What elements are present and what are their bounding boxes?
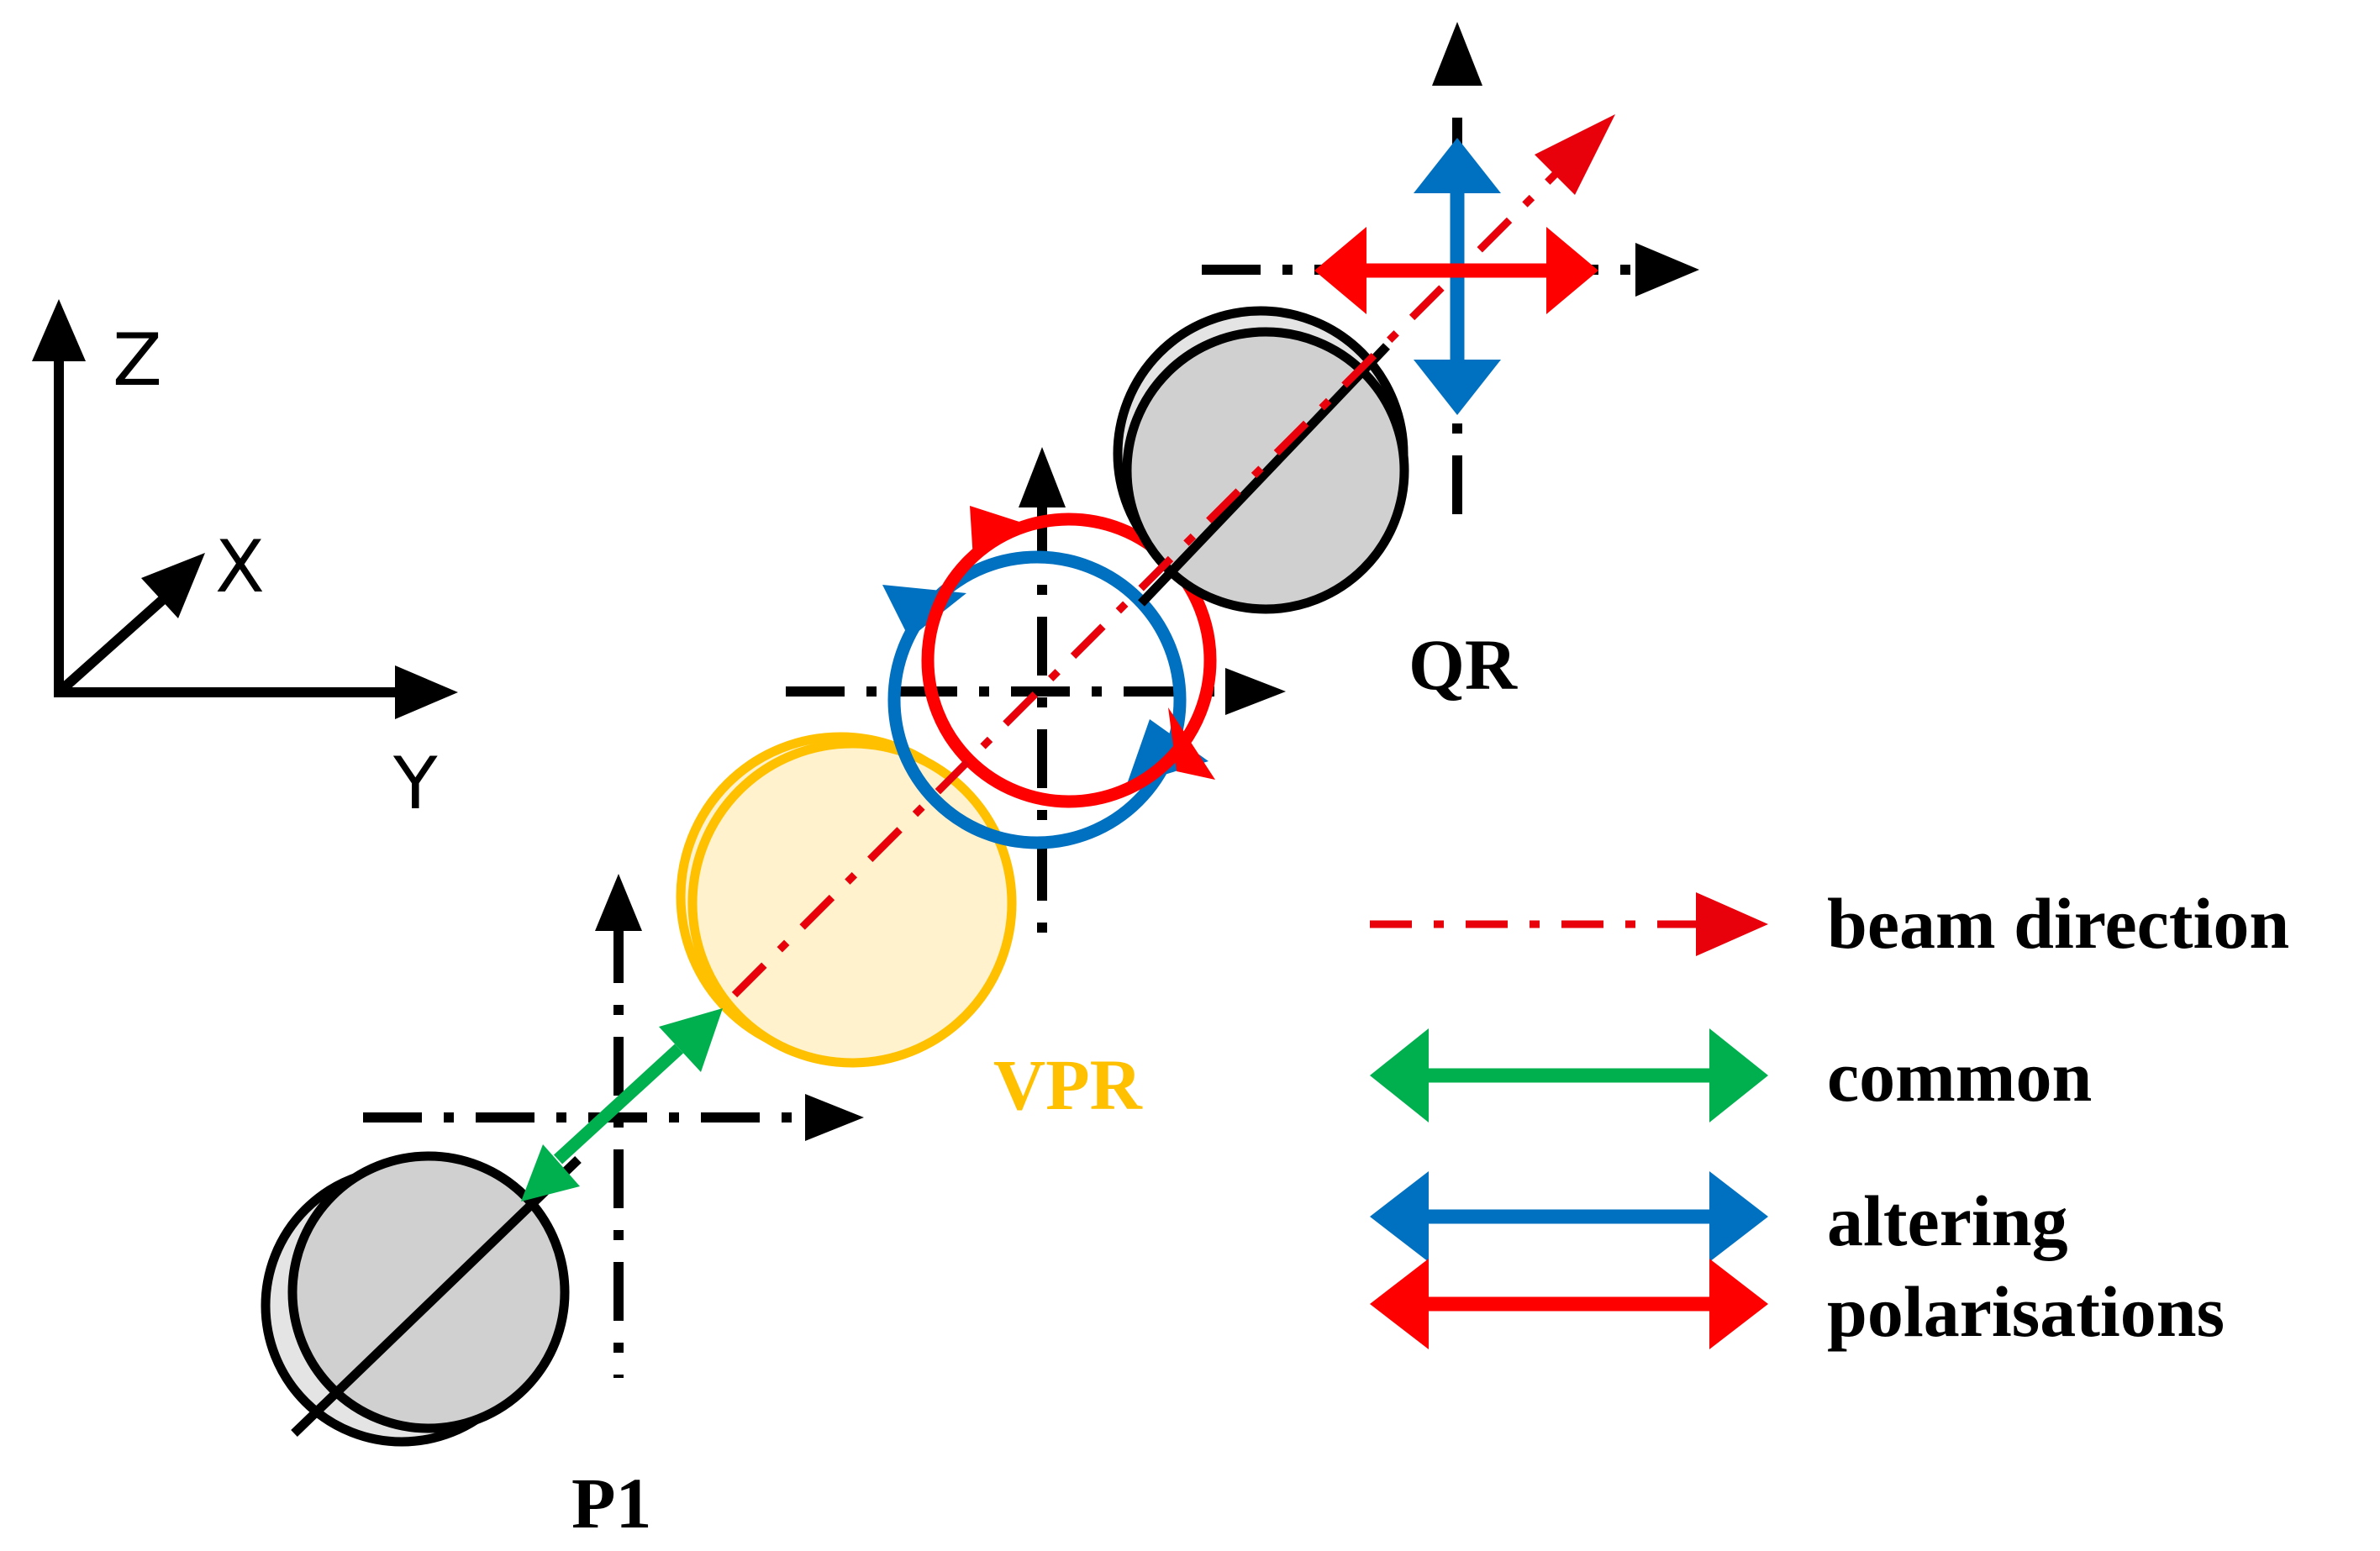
- legend-beam-label: beam direction: [1827, 883, 2289, 964]
- red-circular-arrowhead-icon: [970, 506, 1022, 560]
- legend-altering-label-line1: altering: [1827, 1180, 2068, 1261]
- y-axis-arrowhead-icon: [395, 665, 458, 719]
- z-axis-arrowhead-icon: [32, 299, 86, 361]
- legend: beam direction common altering polarisat…: [1370, 883, 2289, 1352]
- red-circular-arrowhead-icon: [1168, 707, 1215, 780]
- legend-beam: beam direction: [1370, 883, 2289, 964]
- legend-common: common: [1370, 1028, 2092, 1123]
- legend-common-label: common: [1827, 1036, 2092, 1117]
- beam-arrowhead-icon: [1535, 114, 1615, 195]
- vpr-local-axes: [786, 447, 1286, 949]
- p1-label: P1: [571, 1463, 652, 1543]
- z-axis-label: Z: [113, 318, 162, 402]
- x-axis-arrowhead-icon: [141, 553, 205, 618]
- blue-circular-arrowhead-icon: [882, 585, 966, 639]
- legend-altering-label-line2: polarisations: [1827, 1271, 2225, 1352]
- altering-polarisation-horizontal-red: [1314, 227, 1598, 314]
- qr-retarder: [1113, 306, 1409, 614]
- legend-beam-arrowhead-icon: [1696, 892, 1768, 956]
- vpr-label: VPR: [993, 1044, 1143, 1125]
- p1-local-axes: [363, 874, 864, 1378]
- circular-polarisation-red: [921, 506, 1217, 808]
- beam-path: [731, 114, 1615, 998]
- y-axis-label: Y: [392, 742, 438, 826]
- legend-altering: altering polarisations: [1370, 1171, 2225, 1352]
- qr-label: QR: [1409, 624, 1518, 705]
- x-axis-label: X: [215, 525, 265, 609]
- p1-polariser: [261, 1151, 582, 1447]
- vpr-retarder: [676, 732, 1017, 1068]
- common-polarisation-arrow: [521, 1008, 723, 1201]
- coordinate-system: Z X Y: [32, 299, 458, 826]
